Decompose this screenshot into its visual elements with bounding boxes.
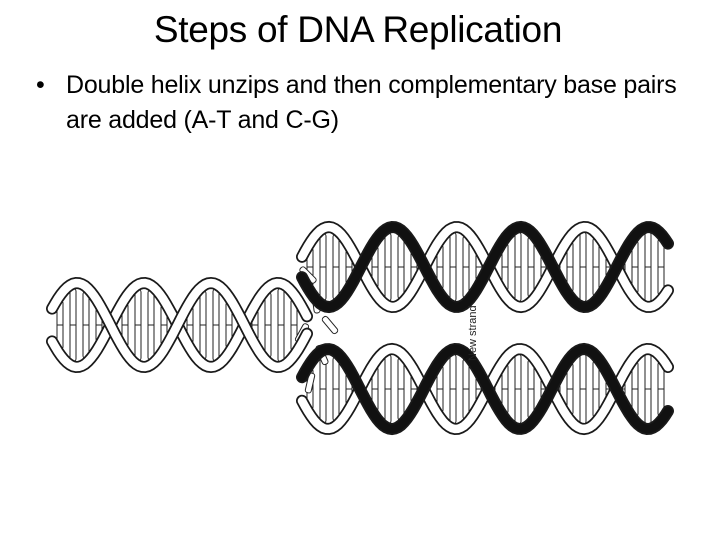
bullet-marker: • <box>36 68 45 103</box>
free-nucleotide-body <box>321 315 338 334</box>
dna-replication-diagram: New strand <box>40 205 680 475</box>
dna-replication-svg: New strand <box>40 205 680 475</box>
bullet-item: • Double helix unzips and then complemen… <box>36 68 696 138</box>
bullet-text: Double helix unzips and then complementa… <box>66 71 677 134</box>
new-strand-label: New strand <box>467 305 479 361</box>
daughter-bottom-strand-b <box>302 349 668 429</box>
bullet-list: • Double helix unzips and then complemen… <box>36 68 696 138</box>
strands-layer <box>52 227 668 429</box>
slide-title: Steps of DNA Replication <box>0 4 716 56</box>
free-nucleotide <box>321 315 338 334</box>
daughter-top-strand-b <box>302 227 668 307</box>
